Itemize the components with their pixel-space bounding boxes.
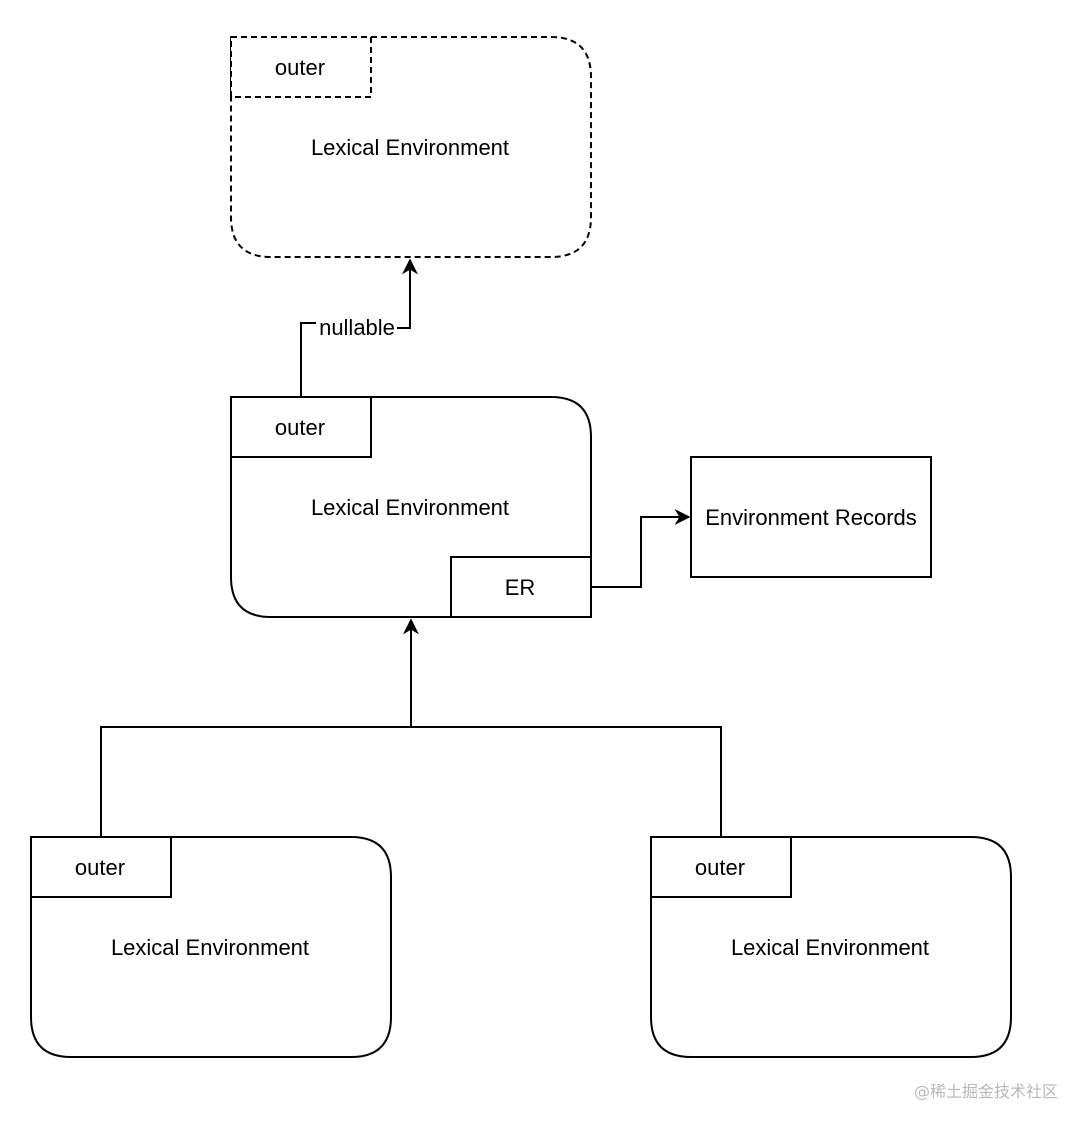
top-lexical-environment: outer Lexical Environment [230, 36, 592, 258]
right-env-title: Lexical Environment [731, 935, 929, 960]
er-compartment [450, 556, 592, 618]
right-outer-compartment [650, 836, 792, 898]
er-records-edge [591, 509, 691, 588]
right-lexical-environment: outer Lexical Environment [650, 836, 1012, 1058]
top-outer-label: outer [275, 55, 325, 80]
children-edges [100, 618, 722, 837]
watermark-text: @稀土掘金技术社区 [914, 1082, 1058, 1101]
middle-outer-label: outer [275, 415, 325, 440]
nullable-label: nullable [319, 315, 395, 340]
left-lexical-environment: outer Lexical Environment [30, 836, 392, 1058]
er-label: ER [505, 575, 536, 600]
middle-outer-compartment [230, 396, 372, 458]
environment-records-box: Environment Records [690, 456, 932, 578]
middle-env-title: Lexical Environment [311, 495, 509, 520]
middle-lexical-environment: outer Lexical Environment ER [230, 396, 592, 618]
nullable-edge: nullable [300, 260, 410, 397]
left-outer-label: outer [75, 855, 125, 880]
left-env-title: Lexical Environment [111, 935, 309, 960]
right-outer-label: outer [695, 855, 745, 880]
left-outer-compartment [30, 836, 172, 898]
top-outer-compartment [230, 36, 372, 98]
environment-records-label: Environment Records [705, 505, 917, 530]
top-env-title: Lexical Environment [311, 135, 509, 160]
